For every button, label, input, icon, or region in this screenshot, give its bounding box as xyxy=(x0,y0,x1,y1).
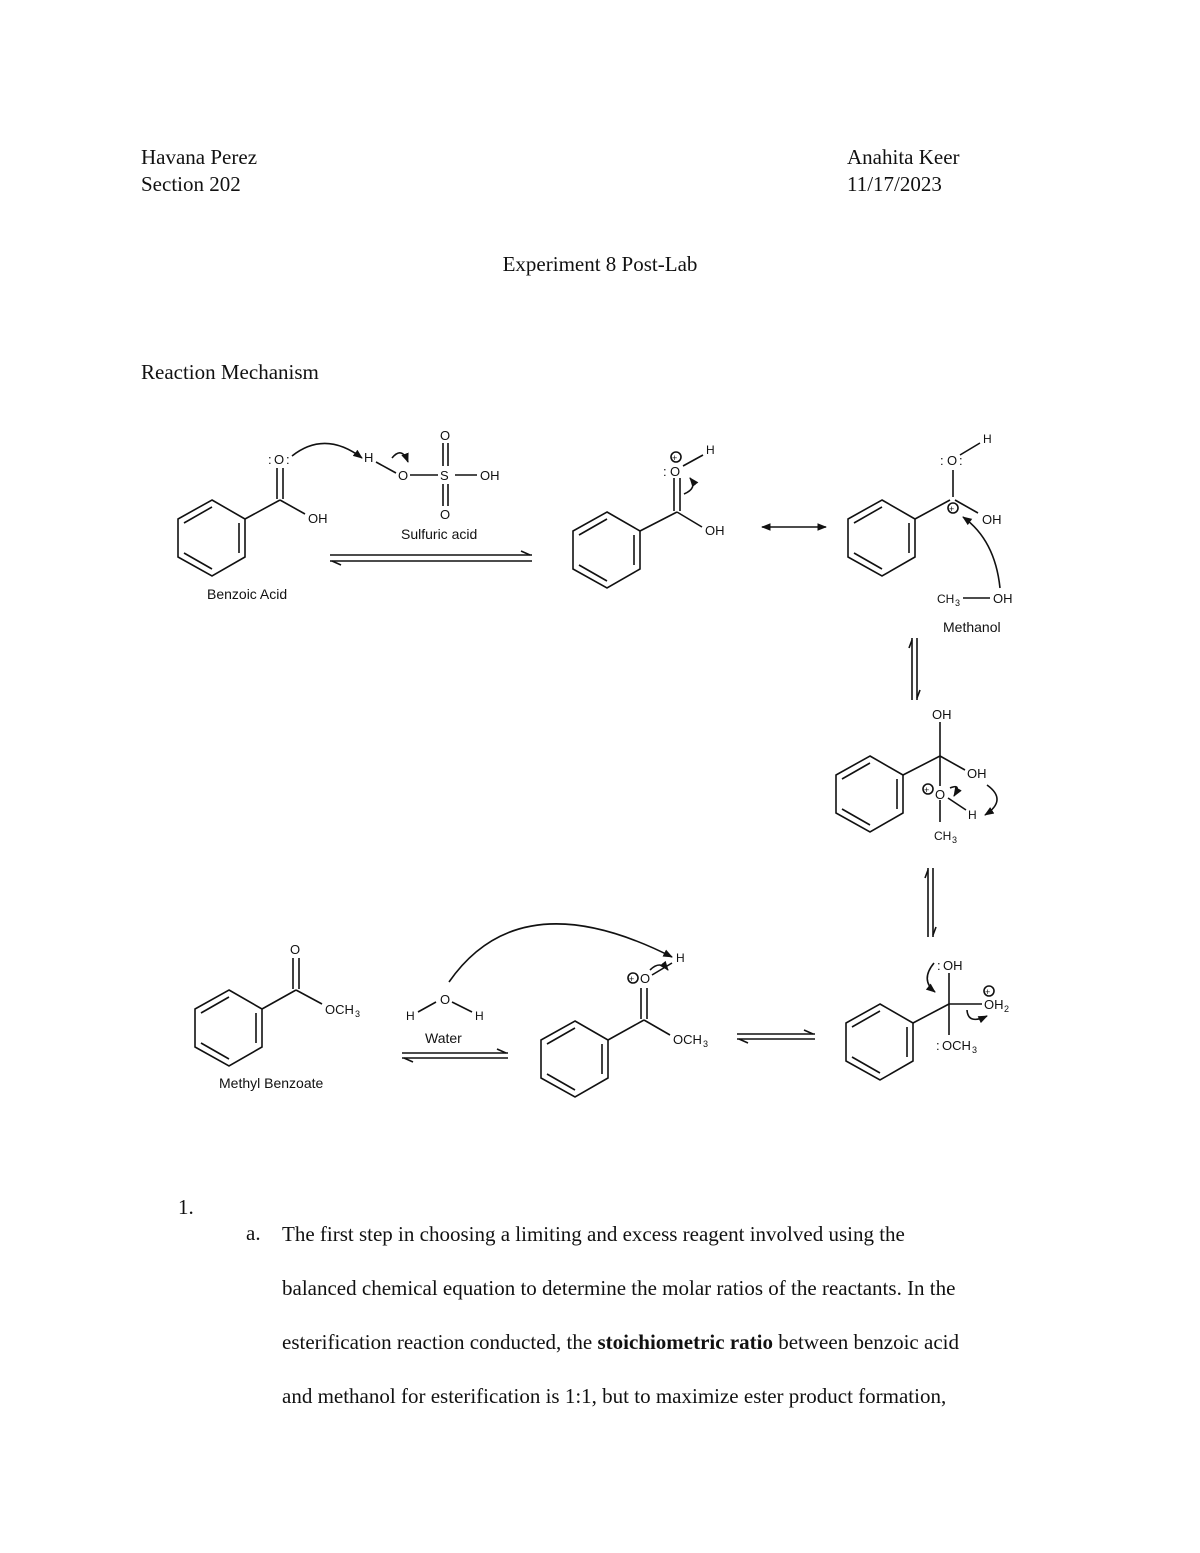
carbocation-structure xyxy=(847,442,1001,599)
svg-text:O: O xyxy=(947,453,957,468)
svg-text:O: O xyxy=(935,787,945,802)
svg-text:+: + xyxy=(985,987,990,997)
student-name: Havana Perez xyxy=(141,145,258,169)
svg-text:OH: OH xyxy=(943,958,963,973)
svg-text:O: O xyxy=(640,971,650,986)
svg-text:CH: CH xyxy=(934,829,951,843)
svg-text::: : xyxy=(959,453,963,468)
equilibrium-arrow-2 xyxy=(908,638,921,700)
svg-text:+: + xyxy=(629,974,634,984)
svg-text:OCH: OCH xyxy=(673,1032,702,1047)
question-letter: a. xyxy=(246,1221,261,1245)
svg-text:OH: OH xyxy=(480,468,500,483)
svg-text:O: O xyxy=(440,428,450,443)
svg-text::: : xyxy=(663,464,667,479)
svg-text:O: O xyxy=(440,992,450,1007)
svg-text:H: H xyxy=(475,1009,484,1023)
header-left: Havana Perez Section 202 xyxy=(141,144,257,198)
svg-text:3: 3 xyxy=(355,1009,360,1019)
oxonium-intermediate-structure xyxy=(845,962,995,1081)
svg-text:3: 3 xyxy=(703,1039,708,1049)
svg-text::: : xyxy=(936,1038,940,1053)
svg-text::: : xyxy=(937,958,941,973)
label-methanol: Methanol xyxy=(943,619,1001,635)
sulfuric-acid-structure xyxy=(375,443,477,506)
answer-paragraph: The first step in choosing a limiting an… xyxy=(282,1221,1082,1437)
svg-text:H: H xyxy=(364,450,373,465)
svg-text:+: + xyxy=(949,504,954,514)
label-methyl-benzoate: Methyl Benzoate xyxy=(219,1075,323,1091)
svg-text:2: 2 xyxy=(1004,1004,1009,1014)
svg-text:O: O xyxy=(398,468,408,483)
svg-text:O: O xyxy=(290,942,300,957)
svg-text:OH: OH xyxy=(982,512,1002,527)
label-water: Water xyxy=(425,1030,462,1046)
svg-text:OH: OH xyxy=(932,707,952,722)
svg-text:S: S xyxy=(440,468,449,483)
svg-text:OH: OH xyxy=(984,997,1004,1012)
question-number: 1. xyxy=(178,1195,194,1219)
svg-text:3: 3 xyxy=(972,1045,977,1055)
svg-text:3: 3 xyxy=(955,598,960,608)
answer-line: balanced chemical equation to determine … xyxy=(282,1276,956,1300)
svg-text:OH: OH xyxy=(308,511,328,526)
svg-text::: : xyxy=(286,452,290,467)
protonated-acid-structure xyxy=(572,451,704,589)
answer-line: and methanol for esterification is 1:1, … xyxy=(282,1384,947,1408)
section-number: Section 202 xyxy=(141,172,241,196)
atom-o: : xyxy=(268,452,272,467)
label-sulfuric-acid: Sulfuric acid xyxy=(401,526,477,542)
svg-text:OCH: OCH xyxy=(942,1038,971,1053)
svg-text:O: O xyxy=(274,452,284,467)
reaction-mechanism-diagram: : O : OH Benzoic Acid H O S OH O O Sulfu… xyxy=(177,428,1013,1098)
svg-text:3: 3 xyxy=(952,835,957,845)
page-title: Experiment 8 Post-Lab xyxy=(502,252,698,276)
protonated-ester-structure xyxy=(540,960,673,1098)
header-right: Anahita Keer 11/17/2023 xyxy=(847,144,960,198)
tetrahedral-intermediate-structure xyxy=(835,722,998,833)
equilibrium-arrow-3 xyxy=(924,868,937,937)
svg-text:CH: CH xyxy=(937,592,954,606)
answer-line: esterification reaction conducted, the s… xyxy=(282,1330,959,1354)
bold-term: stoichiometric ratio xyxy=(597,1330,773,1354)
date: 11/17/2023 xyxy=(847,172,942,196)
methyl-benzoate-structure xyxy=(194,958,323,1067)
water-structure xyxy=(417,923,673,1013)
equilibrium-arrow-1 xyxy=(330,550,532,566)
svg-text:H: H xyxy=(983,432,992,446)
svg-text:+: + xyxy=(672,453,677,463)
label-benzoic-acid: Benzoic Acid xyxy=(207,586,287,602)
section-heading: Reaction Mechanism xyxy=(141,360,319,384)
svg-text:H: H xyxy=(406,1009,415,1023)
svg-text::: : xyxy=(940,453,944,468)
benzoic-acid-structure xyxy=(177,442,363,577)
partner-name: Anahita Keer xyxy=(847,145,960,169)
svg-text:+: + xyxy=(924,785,929,795)
svg-text:OH: OH xyxy=(967,766,987,781)
svg-text:O: O xyxy=(670,464,680,479)
svg-text:OH: OH xyxy=(993,591,1013,606)
answer-line: The first step in choosing a limiting an… xyxy=(282,1222,905,1246)
svg-text:OH: OH xyxy=(705,523,725,538)
svg-text:H: H xyxy=(968,808,977,822)
equilibrium-arrow-4 xyxy=(737,1029,815,1044)
svg-text:H: H xyxy=(676,951,685,965)
svg-text:O: O xyxy=(440,507,450,522)
svg-text:H: H xyxy=(706,443,715,457)
svg-text:OCH: OCH xyxy=(325,1002,354,1017)
equilibrium-arrow-5 xyxy=(402,1048,508,1063)
